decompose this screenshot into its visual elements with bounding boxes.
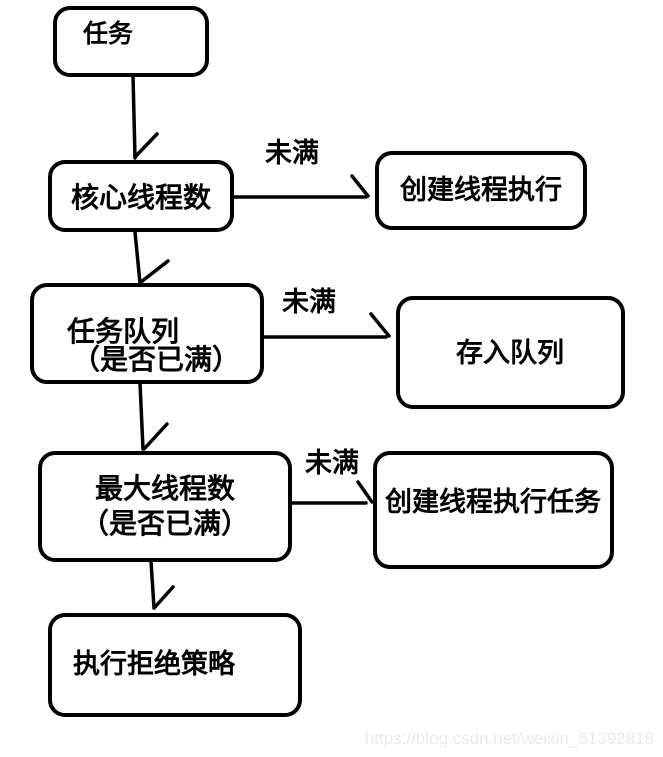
edge-task-to-core: [131, 73, 159, 160]
node-max-thread-count: 最大线程数 （是否已满）: [38, 451, 292, 562]
node-task-queue-line1: 任务队列: [66, 316, 179, 348]
node-create-thread-execute: 创建线程执行: [375, 151, 587, 230]
edge-label-core-unfilled: 未满: [265, 138, 319, 168]
edge-queue-to-store: [261, 312, 391, 339]
node-execute-rejection-policy-label: 执行拒绝策略: [73, 648, 236, 679]
edge-core-to-create: [231, 174, 370, 199]
node-create-thread-execute-label: 创建线程执行: [399, 174, 562, 205]
node-max-thread-count-line2: （是否已满）: [81, 507, 249, 540]
node-max-thread-count-line1: 最大线程数: [95, 473, 236, 505]
edge-queue-to-max: [138, 381, 169, 451]
node-create-thread-execute-task-label: 创建线程执行任务: [384, 486, 601, 517]
edge-max-to-create-task: [286, 480, 374, 505]
node-task-label: 任务: [82, 20, 133, 48]
node-execute-rejection-policy: 执行拒绝策略: [48, 613, 302, 717]
edge-max-to-reject: [149, 559, 175, 610]
node-create-thread-execute-task: 创建线程执行任务: [373, 451, 614, 569]
watermark-url: https://blog.csdn.net/weixin_51392818: [365, 729, 654, 748]
node-task: 任务: [53, 6, 209, 77]
edge-label-queue-unfilled: 未满: [282, 287, 336, 317]
node-task-queue-line2: （是否已满）: [72, 343, 240, 376]
node-task-queue: 任务队列 （是否已满）: [30, 283, 264, 384]
node-core-thread-count: 核心线程数: [48, 160, 234, 232]
node-store-in-queue-label: 存入队列: [456, 338, 564, 368]
edge-core-to-queue: [133, 230, 170, 285]
edge-label-max-unfilled: 未满: [305, 448, 359, 478]
node-core-thread-count-label: 核心线程数: [71, 182, 212, 214]
node-store-in-queue: 存入队列: [396, 296, 625, 409]
